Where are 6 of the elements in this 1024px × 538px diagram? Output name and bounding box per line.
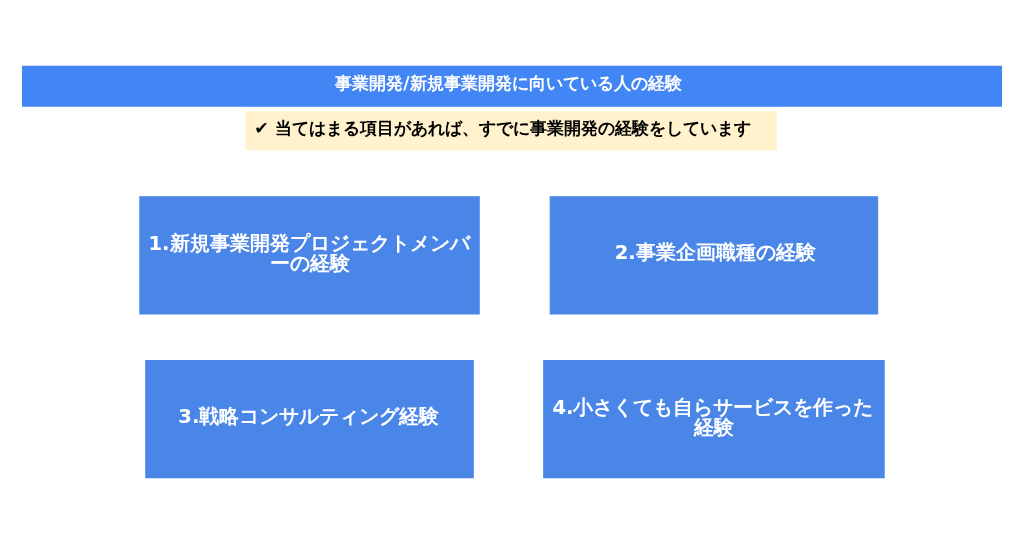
node-box: 2.事業企画職種の経験: [549, 195, 879, 314]
label: ✔ 当てはまる項目があれば、すでに事業開発の経験をしています: [254, 117, 751, 138]
node-box: 1.新規事業開発プロジェクトメンバーの経験: [139, 195, 480, 314]
node-box: 3.戦略コンサルティング経験: [145, 359, 474, 478]
node-box: 4.小さくても自らサービスを作った経験: [543, 359, 885, 478]
diagram-title: 事業開発/新規事業開発に向いている人の経験: [335, 72, 682, 93]
